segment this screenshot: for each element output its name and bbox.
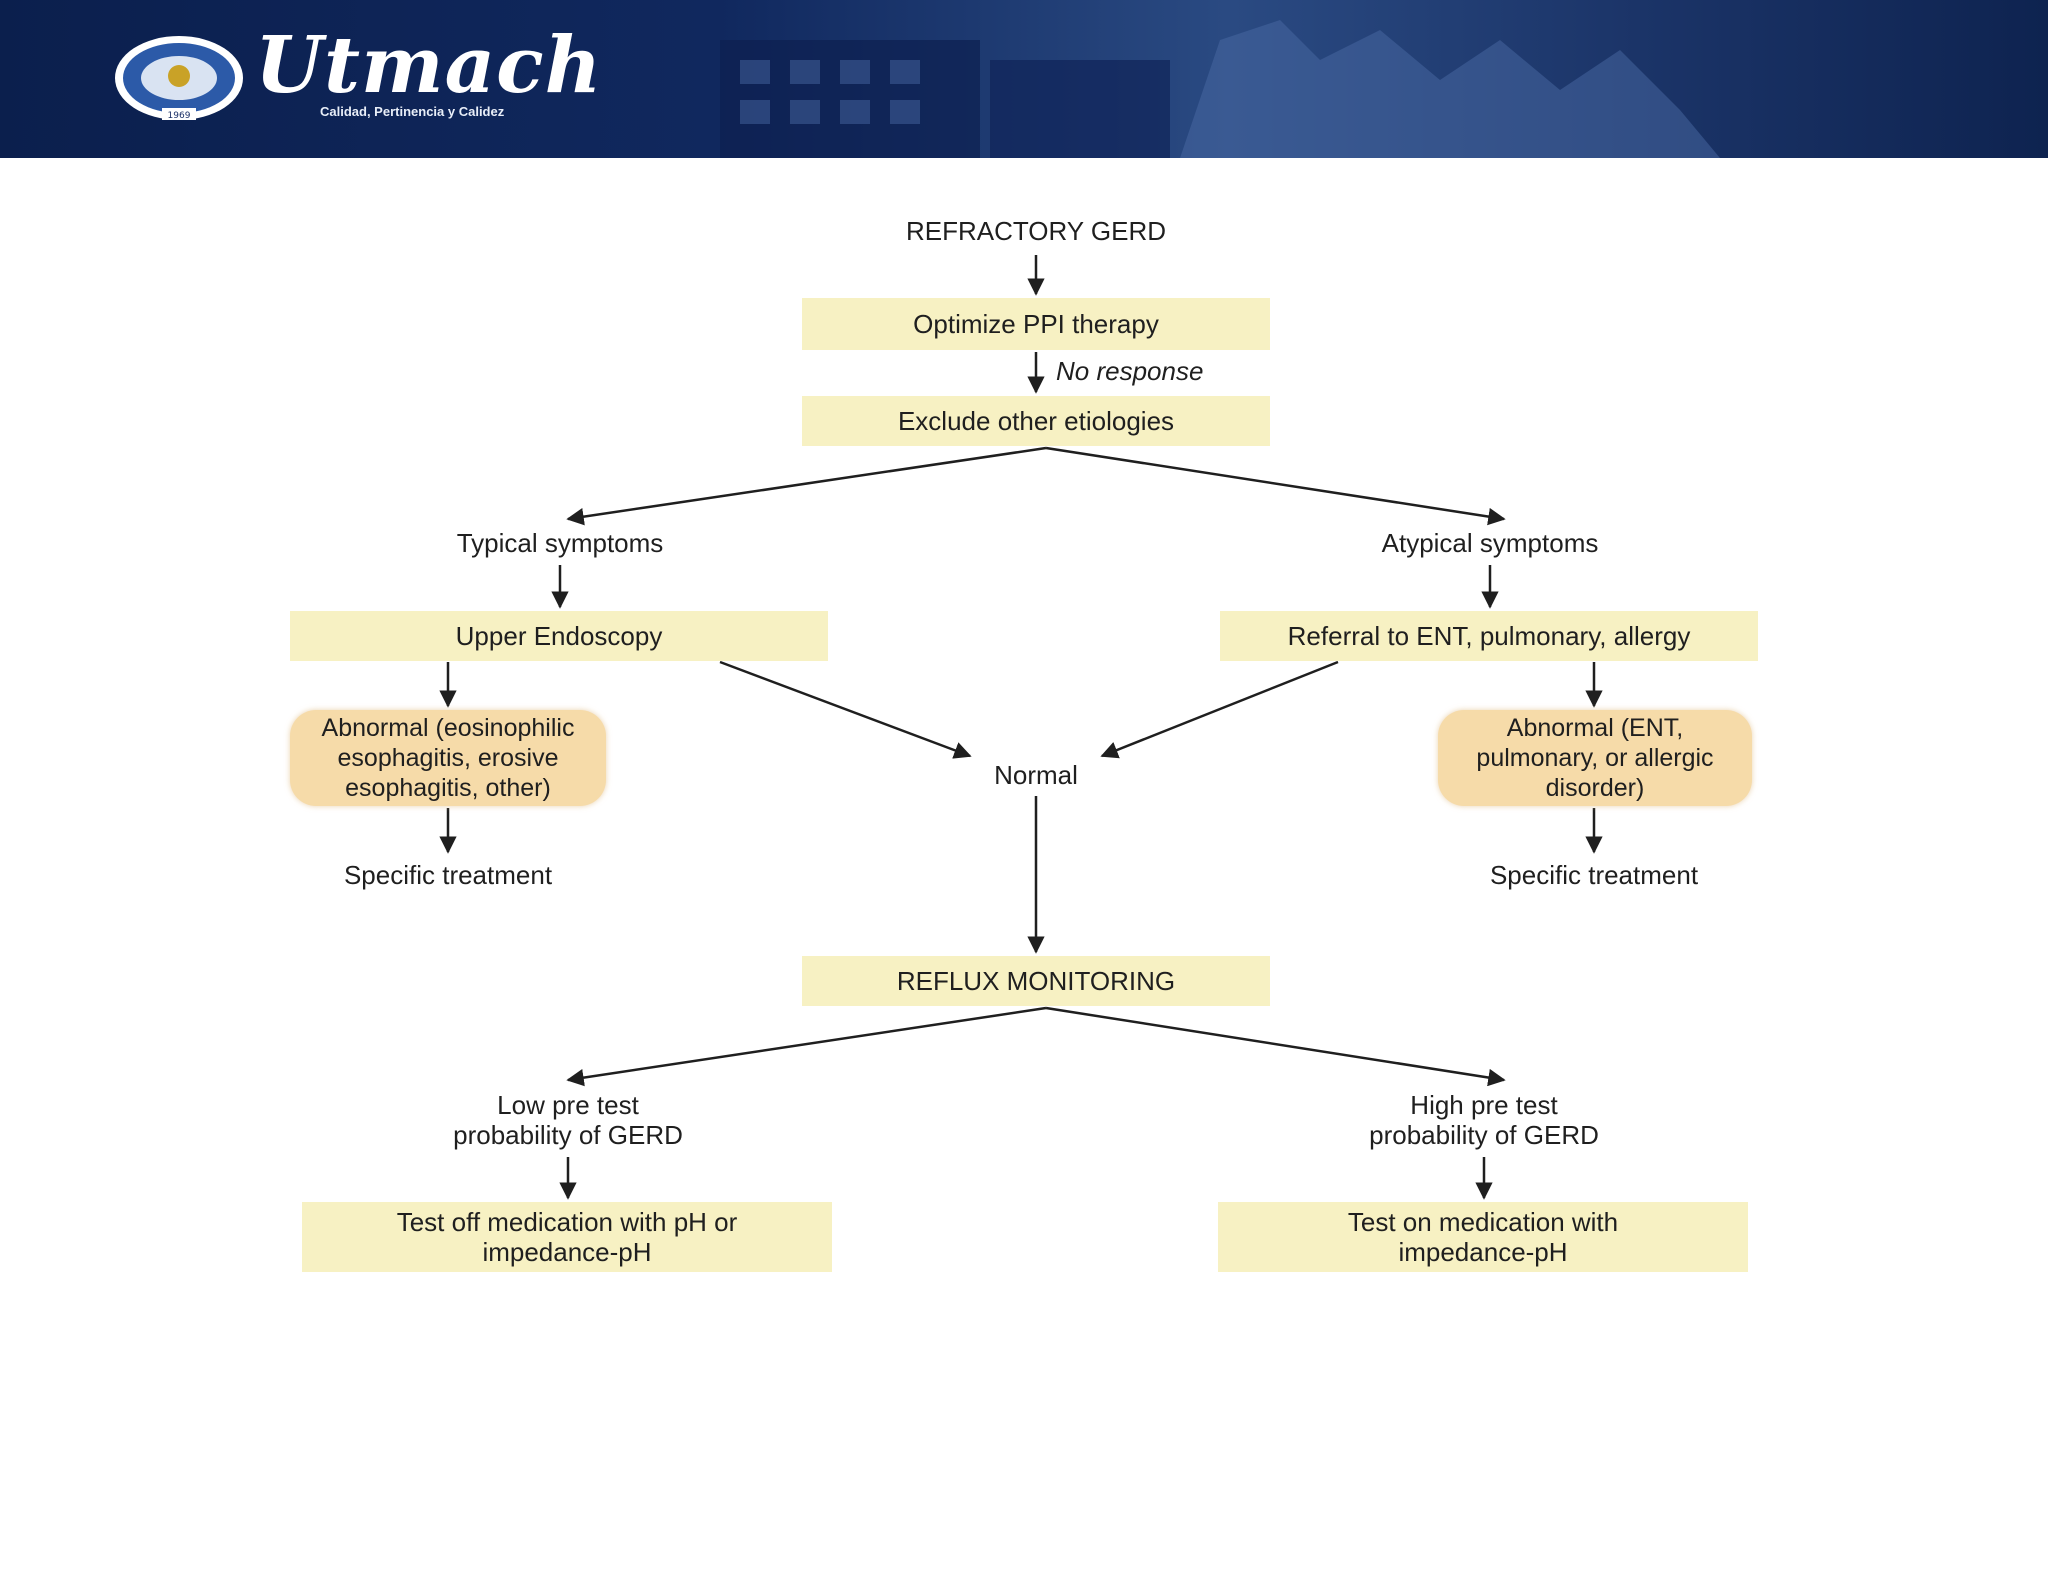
arrow-exclude-to-atypical: [1045, 446, 1506, 526]
node-typical-symptoms: Typical symptoms: [456, 528, 664, 558]
brand-tagline: Calidad, Pertinencia y Calidez: [320, 104, 505, 119]
node-referral: Referral to ENT, pulmonary, allergy: [1220, 611, 1758, 661]
node-reflux-monitoring: REFLUX MONITORING: [802, 956, 1270, 1006]
arrow-exclude-to-typical: [566, 446, 1047, 526]
arrow-reflux-to-high: [1045, 1006, 1506, 1087]
header-banner: 1969 Utmach Calidad, Pertinencia y Calid…: [0, 0, 2048, 158]
node-refractory-gerd: REFRACTORY GERD: [905, 216, 1167, 246]
node-exclude-etiologies: Exclude other etiologies: [802, 396, 1270, 446]
campus-silhouette: [720, 20, 1720, 158]
node-low-probability: Low pre test probability of GERD: [453, 1090, 683, 1150]
arrow-referral-to-normal: [1100, 660, 1339, 759]
node-atypical-symptoms: Atypical symptoms: [1381, 528, 1599, 558]
arrow-endoscopy-to-normal: [719, 660, 972, 759]
node-normal: Normal: [994, 760, 1078, 790]
university-seal-icon: 1969: [115, 36, 243, 121]
label-no-response: No response: [1056, 356, 1204, 386]
brand-name: Utmach: [255, 20, 603, 111]
node-specific-treatment-right: Specific treatment: [1489, 860, 1699, 890]
seal-year: 1969: [168, 111, 191, 121]
node-specific-treatment-left: Specific treatment: [343, 860, 553, 890]
node-abnormal-ent: Abnormal (ENT, pulmonary, or allergic di…: [1438, 710, 1752, 806]
node-test-on-medication: Test on medication with impedance-pH: [1218, 1202, 1748, 1272]
node-abnormal-esophagitis: Abnormal (eosinophilic esophagitis, eros…: [290, 710, 606, 806]
node-optimize-ppi: Optimize PPI therapy: [802, 298, 1270, 350]
node-test-off-medication: Test off medication with pH or impedance…: [302, 1202, 832, 1272]
arrow-reflux-to-low: [566, 1006, 1047, 1087]
node-high-probability: High pre test probability of GERD: [1369, 1090, 1599, 1150]
node-upper-endoscopy: Upper Endoscopy: [290, 611, 828, 661]
